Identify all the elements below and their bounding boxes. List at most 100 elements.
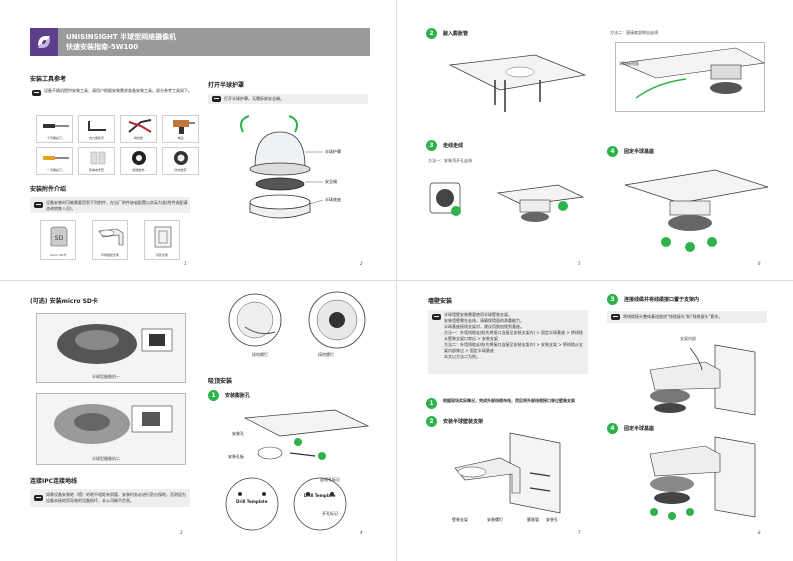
ceiling-mount-title: 吸顶安装	[208, 378, 233, 385]
page-number: 5	[578, 261, 581, 266]
sd-card-title: (可选) 安装micro SD卡	[30, 298, 98, 305]
tool-label: 一字螺丝刀	[46, 168, 62, 172]
cable-through-ceiling-diagram	[429, 182, 585, 222]
callout-dome-cover: 半球护罩	[325, 149, 341, 154]
wall-step-2-label: 安装半球壁装支架	[443, 419, 484, 425]
header-title: UNISINSIGHT 半球型网络摄像机 快速安装指南-5W100	[58, 32, 176, 52]
step-1-dot: 1	[208, 390, 219, 401]
callout-mount-hole: 安装孔	[232, 431, 244, 436]
accessory-wall-bracket: 半球壁装支架	[92, 220, 128, 260]
accessories-note-box	[30, 197, 190, 213]
callout-dome-base: 半球底座	[325, 197, 341, 202]
tools-note: 设备不随机提供安装工具，请用户根据安装需求准备安装工具。部分参考工具如下。	[44, 88, 192, 93]
tool-insulating-tape: 绝缘胶布	[120, 147, 157, 175]
callout-wall-bracket: 壁装支架	[452, 517, 468, 522]
wall-note-line: 方法一：外墙线缆走线(先将接口连接至安装支架内) > 固定半球基座 > 将线缆从…	[444, 330, 583, 341]
wall-note-line: 半球基座接线支架对，建议用胶加锁到基座。	[444, 324, 524, 329]
ground-note: 如果设备安装地（墙）的地不相距有铜管，安装时务必进行防分保地，否则因为设备未接地…	[46, 492, 186, 503]
note-icon	[432, 314, 441, 320]
accessory-label: micro SD卡	[49, 253, 67, 257]
tool-label: 防水胶带	[174, 168, 187, 172]
ground-screw-label-2: 接地螺钉	[318, 352, 334, 357]
page-number: 4	[360, 530, 363, 535]
callout-mount-hole: 安装孔	[546, 517, 558, 522]
accessories-title: 安装附件介绍	[30, 186, 67, 193]
page-number: 6	[758, 261, 761, 266]
callout-hole-plate: 安装孔板	[228, 454, 244, 459]
step-2-dot: 2	[426, 416, 437, 427]
open-cover-note-box	[208, 94, 368, 104]
note-icon	[32, 90, 41, 96]
note-icon	[34, 495, 43, 501]
page-number: 2	[360, 261, 363, 266]
callout-drill-mark: 开孔标记	[322, 511, 338, 516]
step-4-label: 固定半球基座	[624, 149, 655, 155]
tool-screwdriver-cross: 十字螺丝刀	[36, 115, 73, 143]
ground-note-box	[30, 489, 190, 507]
wall-note-line: 半球墙壁安装需要使用半球壁装支架。	[444, 312, 512, 317]
header-line2: 快速安装指南-5W100	[66, 43, 139, 51]
svg-text:SD: SD	[55, 235, 64, 242]
dome-exploded-diagram	[240, 115, 324, 219]
step-3-dot: 3	[607, 294, 618, 305]
method-1-label: 方法一：安装顶开孔走线	[428, 158, 472, 163]
caption-camera-1: 半球型摄像机一	[92, 374, 120, 379]
method-2-label: 方法二：直接底部侧出走线	[610, 30, 658, 35]
caption-camera-2: 半球型摄像机二	[92, 456, 120, 461]
wall-step-3-label: 连接线缆并将线缆接口置于支架内	[624, 297, 700, 303]
header-line1: UNISINSIGHT 半球型网络摄像机	[66, 33, 177, 41]
wall-mount-title: 墙壁安装	[428, 298, 453, 305]
cable-in-bracket-diagram	[649, 344, 756, 416]
page-number: 1	[184, 261, 187, 266]
template-1-label: Drill Template	[236, 499, 268, 504]
wall-step-3-note: 将线缆接头整体塞进放进"线缆接头"和"线缆接头"套牢。	[623, 314, 723, 319]
accessory-ceiling-bracket: 吊装支架	[144, 220, 180, 260]
template-2-label: Drill Template	[304, 493, 336, 498]
note-icon	[212, 96, 221, 102]
page-divider-horizontal	[0, 280, 793, 281]
tool-label: 防静电手套	[88, 168, 104, 172]
wall-note-lines: 半球墙壁安装需要使用半球壁装支架。 安装墙壁需先走线，请确保墙面的承重能力。 半…	[444, 312, 584, 360]
callout-safety-rope: 安全绳	[325, 179, 337, 184]
step-2-label: 敲入膨胀管	[443, 31, 469, 37]
tool-waterproof-tape: 防水胶带	[162, 147, 199, 175]
guide-header: UNISINSIGHT 半球型网络摄像机 快速安装指南-5W100	[30, 28, 370, 56]
callout-mount-screw: 安装螺钉	[487, 517, 503, 522]
callout-cable-hole-mark: 走线孔标记	[320, 477, 340, 482]
open-cover-note: 打开半球护罩，无需拆卸安全绳。	[224, 96, 284, 101]
tool-label: 剥线钳	[133, 136, 143, 140]
step-3-label: 走线走线	[443, 143, 464, 149]
wall-bracket-diagram	[454, 432, 561, 514]
note-icon	[34, 202, 43, 208]
page-number: 7	[578, 530, 581, 535]
cable-side-label: 半球接线面	[619, 61, 639, 66]
side-cable-diagram: 半球接线面	[615, 42, 765, 112]
callout-anchor: 膨胀管	[527, 517, 539, 522]
drill-template-ceiling-diagram	[243, 409, 370, 460]
wall-step-4-label: 固定半球基座	[624, 426, 655, 432]
ground-screw-diagrams	[228, 291, 366, 349]
accessory-sd-card: SD micro SD卡	[40, 220, 76, 260]
step-4-dot: 4	[607, 423, 618, 434]
tool-label: 内六角扳手	[88, 136, 104, 140]
tool-wire-stripper: 剥线钳	[120, 115, 157, 143]
wall-step-1-label: 根据现场实际情况，完成外部线缆布线，然后将外部线缆接口穿过壁装支架	[443, 398, 575, 403]
step-1-label: 安装膨胀孔	[225, 393, 251, 399]
wall-note-line: 本文以方法二为例。	[444, 354, 480, 359]
tool-drill: 电钻	[162, 115, 199, 143]
accessory-label: 半球壁装支架	[100, 253, 119, 257]
fix-dome-base-diagram	[624, 169, 769, 252]
wall-fix-dome-diagram	[649, 436, 756, 520]
brand-logo	[30, 28, 58, 56]
sd-card-photo-1: 半球型摄像机一	[36, 313, 186, 383]
step-4-dot: 4	[607, 146, 618, 157]
page-number: 8	[758, 530, 761, 535]
wall-step-3-note-box	[607, 311, 767, 323]
step-3-dot: 3	[426, 140, 437, 151]
wall-note-line: 方法二：外墙线缆走线(先将接口连接至安装支架内) > 安装支架 > 将线缆从支架…	[444, 342, 583, 353]
ceiling-plate-anchors-diagram	[448, 54, 587, 112]
tool-screwdriver-flat: 一字螺丝刀	[36, 147, 73, 175]
bracket-inside-label: 支架内部	[680, 336, 696, 341]
ground-screw-label-1: 接地螺钉	[252, 352, 268, 357]
